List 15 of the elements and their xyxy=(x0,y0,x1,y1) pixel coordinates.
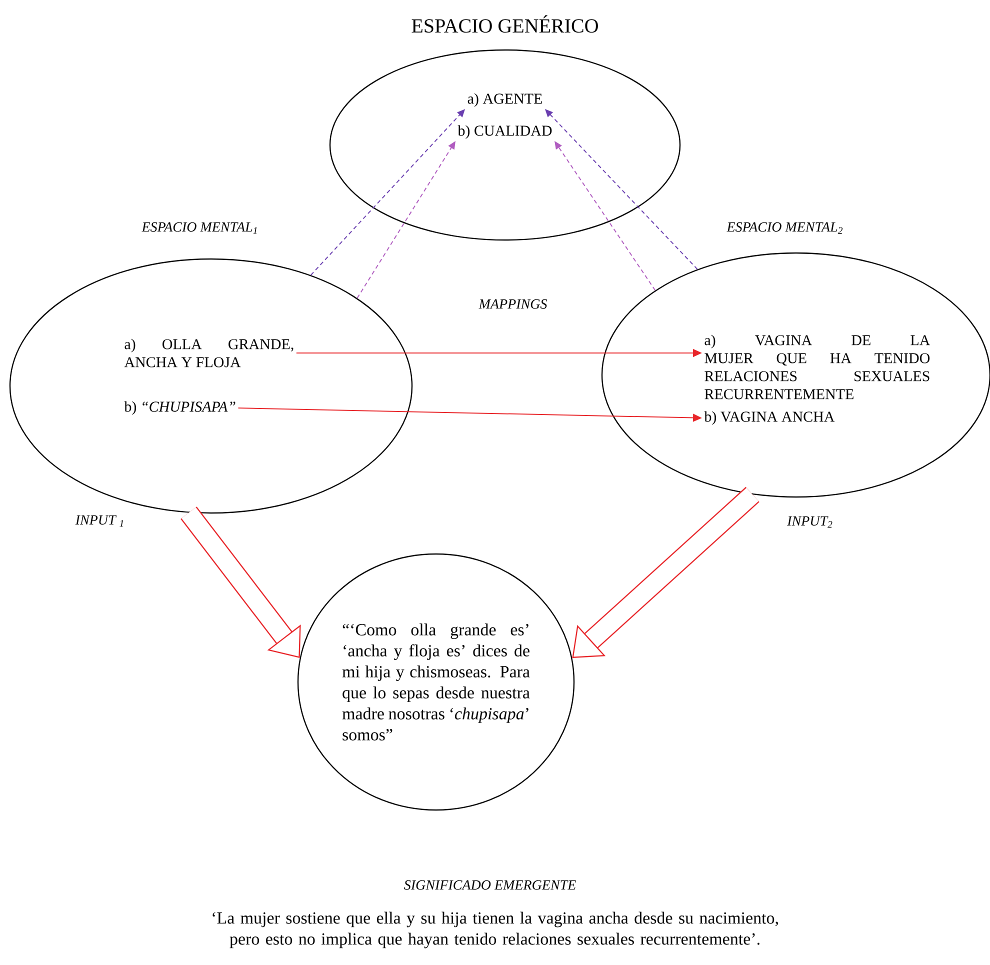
input-label: INPUT$_{2}$ xyxy=(787,516,832,528)
list-item: b) VAGINA ANCHA xyxy=(704,411,835,425)
list-item: a) AGENTE xyxy=(468,93,542,107)
input-label: INPUT $_{1}$ xyxy=(75,515,124,527)
list-item: b) “CHUPISAPA” xyxy=(124,401,236,415)
label: MAPPINGS xyxy=(478,299,547,309)
list-item: a) OLLA GRANDE, ANCHA Y FLOJA xyxy=(124,338,294,368)
list-item: b) CUALIDAD xyxy=(458,125,552,139)
space-heading: ESPACIO GENÉRICO xyxy=(412,15,598,33)
label: SIGNIFICADO EMERGENTE xyxy=(404,880,576,890)
space-heading: ESPACIO MENTAL$_{2}$ xyxy=(726,222,843,234)
caption: ‘La mujer sostiene que ella y su hija tienen la vagina ancha desde su nacimiento, pero esto no implica que hayan tenido relaciones sexuales recurrentemente’. xyxy=(212,912,778,948)
block-arrow xyxy=(572,486,760,658)
block-arrow xyxy=(180,506,301,658)
space-heading: ESPACIO MENTAL$_{1}$ xyxy=(142,222,257,234)
